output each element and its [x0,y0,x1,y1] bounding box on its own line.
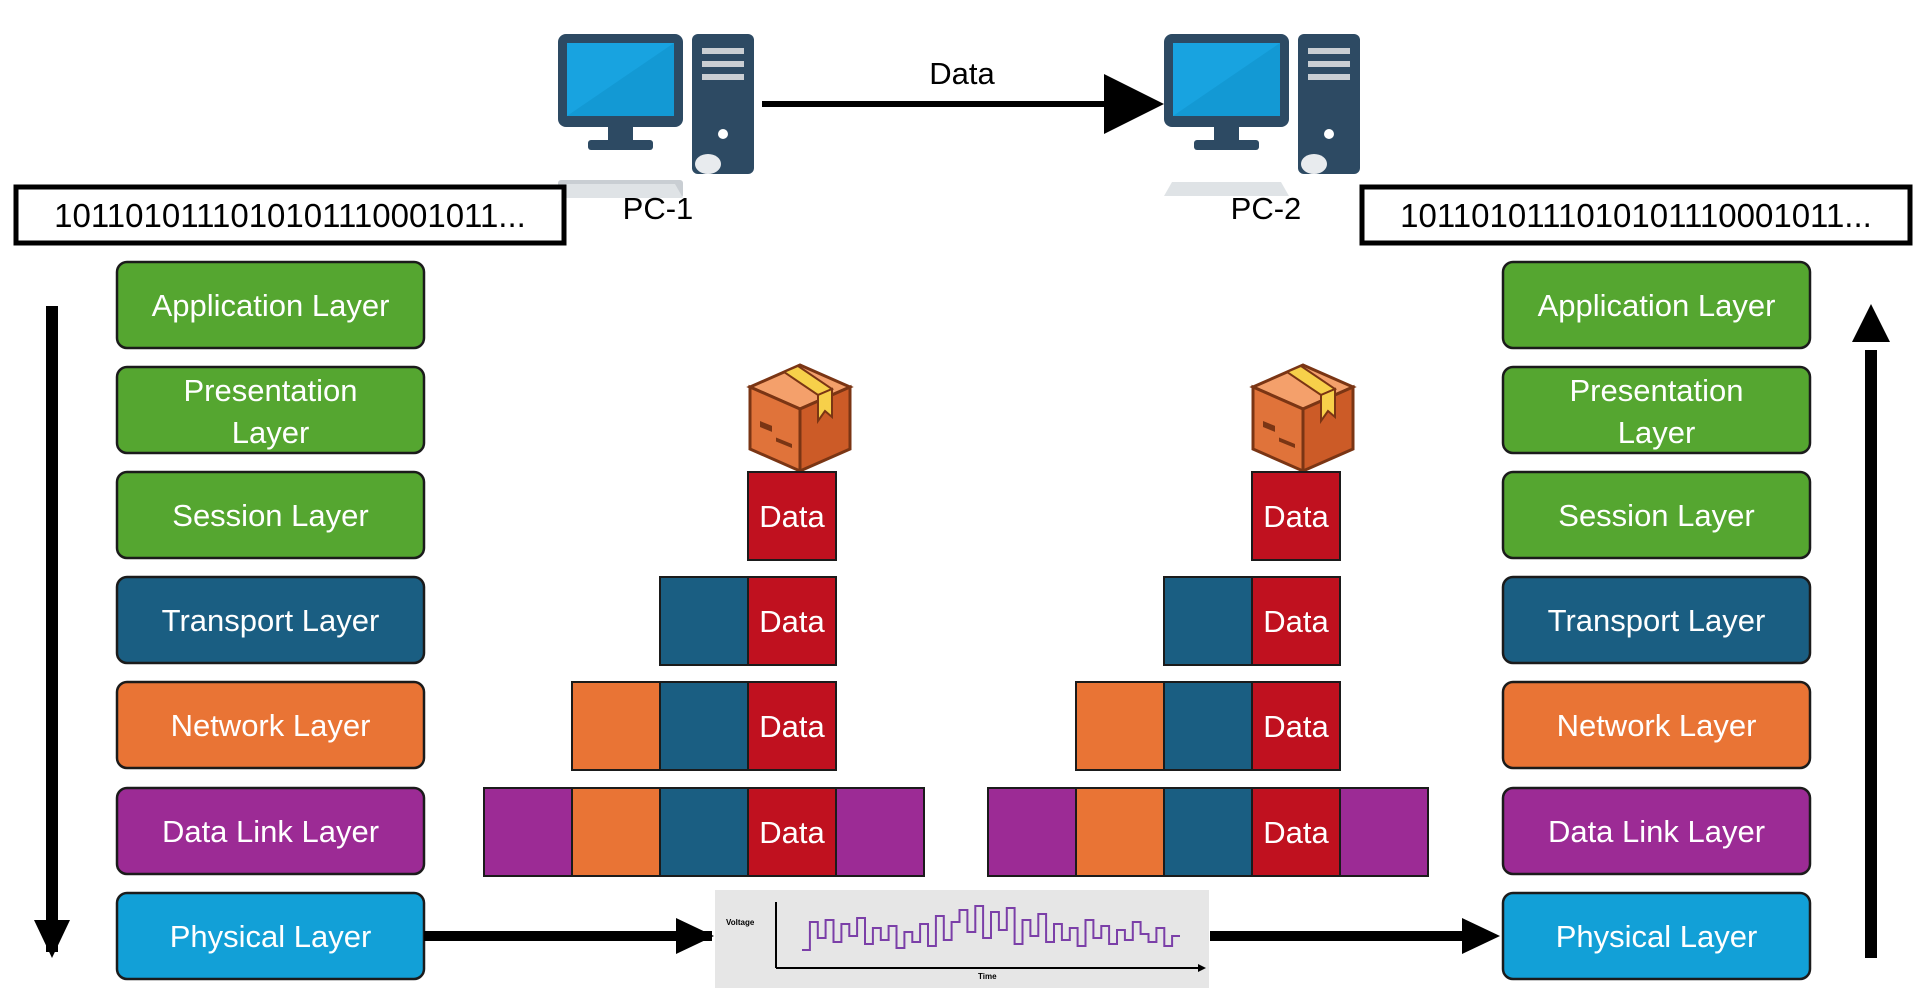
pc1-datalink-trailer-block [835,787,925,877]
pc1-label: PC-1 [623,191,694,226]
pc1-layer-data-link-label: Data Link Layer [162,814,379,849]
pc1-datalink-network-header-block [571,787,661,877]
pc1-datalink-transport-header-block [659,787,749,877]
pc1-layer-session-label: Session Layer [172,498,368,533]
pc2-layer-network-label: Network Layer [1557,708,1757,743]
pc1-session-data-block-label: Data [759,499,825,534]
pc1-physical-to-signal-arrowhead [676,918,714,954]
pc1-datalink-data-block [747,787,837,877]
encapsulation-down-arrowhead [34,920,70,958]
pc2-layer-presentation-label-line-1: Presentation [1569,373,1743,408]
pc1-network-transport-header-block [659,681,749,771]
signal-waveform [802,905,1180,951]
pc1-network-data-block [747,681,837,771]
pc2-layer-application-label: Application Layer [1538,288,1776,323]
pc2-network-transport-header-block [1163,681,1253,771]
pc2-network-data-block [1251,681,1341,771]
pc2-datalink-transport-header-block [1163,787,1253,877]
signal-to-pc2-physical-arrowhead [1462,918,1500,954]
pc1-transport-data-block-label: Data [759,604,825,639]
pc1-datalink-header-block [483,787,573,877]
top-arrow-label: Data [929,56,995,91]
pc2-label: PC-2 [1231,191,1302,226]
pc2-package-icon [1249,363,1357,474]
pc2-layer-data-link: Data Link Layer [1501,786,1812,876]
bitstream-box-right [1359,184,1913,246]
pc1-layer-physical: Physical Layer [115,891,426,981]
pc1-layer-application: Application Layer [115,260,426,350]
pc1-datalink-data-block-label: Data [759,815,825,850]
pc2-network-header-block [1075,681,1165,771]
pc1-session-data-block [747,471,837,561]
pc2-layer-session-label: Session Layer [1558,498,1754,533]
pc1-layer-session: Session Layer [115,470,426,560]
pc1-transport-data-block [747,576,837,666]
pc1-computer-icon [558,34,754,198]
pc2-osi-layer-stack: Application LayerPresentationLayerSessio… [1501,260,1812,981]
pc2-layer-presentation-label-line-2: Layer [1618,415,1696,450]
bitstream-box-left [13,184,567,246]
pc2-layer-transport-label: Transport Layer [1548,603,1766,638]
signal-xlabel: Time [978,972,997,981]
pc1-network-data-block-label: Data [759,709,825,744]
pc1-layer-network: Network Layer [115,680,426,770]
pc2-layer-data-link-label: Data Link Layer [1548,814,1765,849]
pc1-layer-transport: Transport Layer [115,575,426,665]
pc2-network-data-block-label: Data [1263,709,1329,744]
pc2-datalink-network-header-block [1075,787,1165,877]
pc1-layer-network-label: Network Layer [171,708,371,743]
pc1-layer-physical-label: Physical Layer [170,919,372,954]
pc2-layer-transport: Transport Layer [1501,575,1812,665]
pc2-session-data-block-label: Data [1263,499,1329,534]
pc1-layer-application-label: Application Layer [152,288,390,323]
pc2-datalink-header-block [987,787,1077,877]
bitstream-text-left: 1011010111010101110001011... [54,197,526,234]
pc2-layer-session: Session Layer [1501,470,1812,560]
pc2-layer-physical: Physical Layer [1501,891,1812,981]
bitstream-text-right: 1011010111010101110001011... [1400,197,1872,234]
pc2-datalink-trailer-block [1339,787,1429,877]
signal-ylabel: Voltage [726,918,755,927]
pc1-osi-layer-stack: Application LayerPresentationLayerSessio… [115,260,426,981]
pc2-layer-network: Network Layer [1501,680,1812,770]
pc1-layer-data-link: Data Link Layer [115,786,426,876]
pc1-layer-presentation-label-line-1: Presentation [183,373,357,408]
pc2-layer-application: Application Layer [1501,260,1812,350]
pc1-package-icon [746,363,854,474]
pc2-layer-physical-label: Physical Layer [1556,919,1758,954]
pc1-network-header-block [571,681,661,771]
pc2-transport-data-block-label: Data [1263,604,1329,639]
pc2-computer-icon [1164,34,1360,196]
pc2-datalink-data-block-label: Data [1263,815,1329,850]
pc2-transport-header-block [1163,576,1253,666]
pc2-session-data-block [1251,471,1341,561]
pc1-transport-header-block [659,576,749,666]
voltage-signal-chart: Voltage Time [715,890,1209,988]
pc2-transport-data-block [1251,576,1341,666]
decapsulation-up-arrowhead [1852,304,1890,342]
pc1-layer-transport-label: Transport Layer [162,603,380,638]
pc1-layer-presentation-label-line-2: Layer [232,415,310,450]
